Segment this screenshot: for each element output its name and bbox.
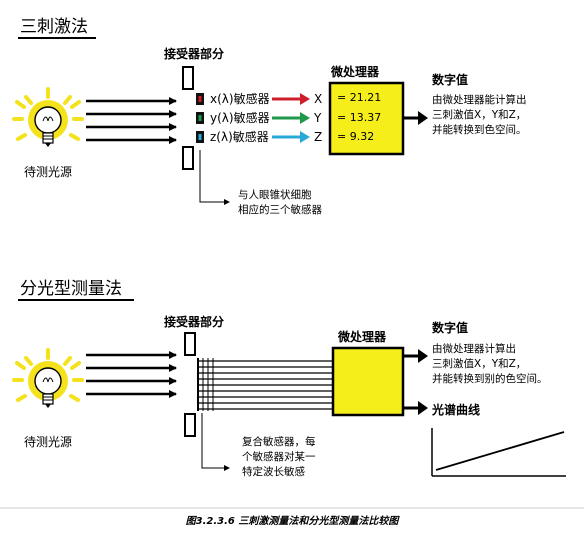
section1-digital-title: 数字值 (432, 72, 468, 87)
sensor-z-chip-dot (198, 134, 202, 140)
value-z: = 9.32 (337, 130, 374, 143)
section2-note-line-3: 特定波长敏感 (242, 465, 305, 478)
section1-digital-line-1: 由微处理器能计算出 (432, 93, 527, 106)
light-bulb-icon (12, 348, 84, 408)
section1-title: 三刺激法 (20, 17, 88, 37)
spectral-curve-line (435, 431, 565, 471)
sensor-array-bus (197, 358, 332, 411)
section2-digital-line-3: 并能转换到别的色空间。 (432, 372, 548, 385)
section1-digital-line-2: 三刺激值X，Y和Z， (432, 108, 526, 121)
section1-processor-box (328, 81, 405, 156)
output-x-letter: X (314, 92, 322, 106)
section2-digital-line-1: 由微处理器计算出 (432, 342, 516, 355)
section2-digital-arrowhead (418, 349, 428, 363)
section2-processor-label: 微处理器 (337, 329, 387, 344)
section1-processor-label: 微处理器 (330, 64, 380, 79)
output-z-letter: Z (314, 130, 322, 144)
output-y-letter: Y (313, 111, 322, 125)
section2-digital-line-2: 三刺激值X，Y和Z， (432, 357, 526, 370)
spectral-curve-plot (431, 428, 566, 477)
section2-source-label: 待测光源 (24, 435, 72, 449)
sensor-x-chip-dot (198, 96, 202, 102)
section2-processor-box (331, 346, 405, 417)
figure-caption: 图3.2.3.6 三刺激测量法和分光型测量法比较图 (186, 515, 401, 527)
sensor-arrows (272, 93, 310, 143)
section-tristimulus: 三刺激法 待测光源 (12, 17, 527, 216)
section2-light-rays (86, 351, 177, 398)
section-spectrophotometric: 分光型测量法 待测光源 (12, 279, 566, 478)
sensor-z-label: z(λ)敏感器 (210, 129, 269, 144)
section1-receiver-label: 接受器部分 (164, 46, 224, 61)
section2-note-leader (201, 413, 226, 469)
section2-digital-title: 数字值 (432, 320, 468, 335)
light-bulb-icon (12, 87, 84, 147)
section1-receiver-top-plate (182, 66, 194, 90)
section2-curve-arrowhead (418, 401, 428, 415)
section1-note-leader (199, 150, 226, 203)
section2-receiver-label: 接受器部分 (164, 314, 224, 329)
section1-digital-line-3: 并能转换到色空间。 (432, 123, 527, 136)
value-x: = 21.21 (337, 91, 381, 104)
section1-source-label: 待测光源 (24, 165, 72, 179)
section1-output-arrowhead (418, 111, 428, 125)
section1-receiver-bottom-plate (182, 146, 194, 170)
section1-note-line-1: 与人眼锥状细胞 (238, 188, 312, 201)
section1-light-rays (86, 97, 177, 144)
sensor-y-chip-dot (198, 115, 202, 121)
section2-receiver-top-plate (184, 332, 196, 356)
section2-note-line-2: 个敏感器对某一 (242, 450, 316, 463)
section2-title: 分光型测量法 (20, 279, 122, 299)
section2-note-line-1: 复合敏感器，每 (242, 435, 316, 448)
sensor-y-label: y(λ)敏感器 (210, 110, 270, 125)
value-y: = 13.37 (337, 111, 381, 124)
sensor-x-label: x(λ)敏感器 (210, 91, 270, 106)
section2-curve-title: 光谱曲线 (431, 402, 480, 417)
section1-note-line-2: 相应的三个敏感器 (238, 203, 322, 216)
section2-receiver-bottom-plate (184, 413, 196, 437)
